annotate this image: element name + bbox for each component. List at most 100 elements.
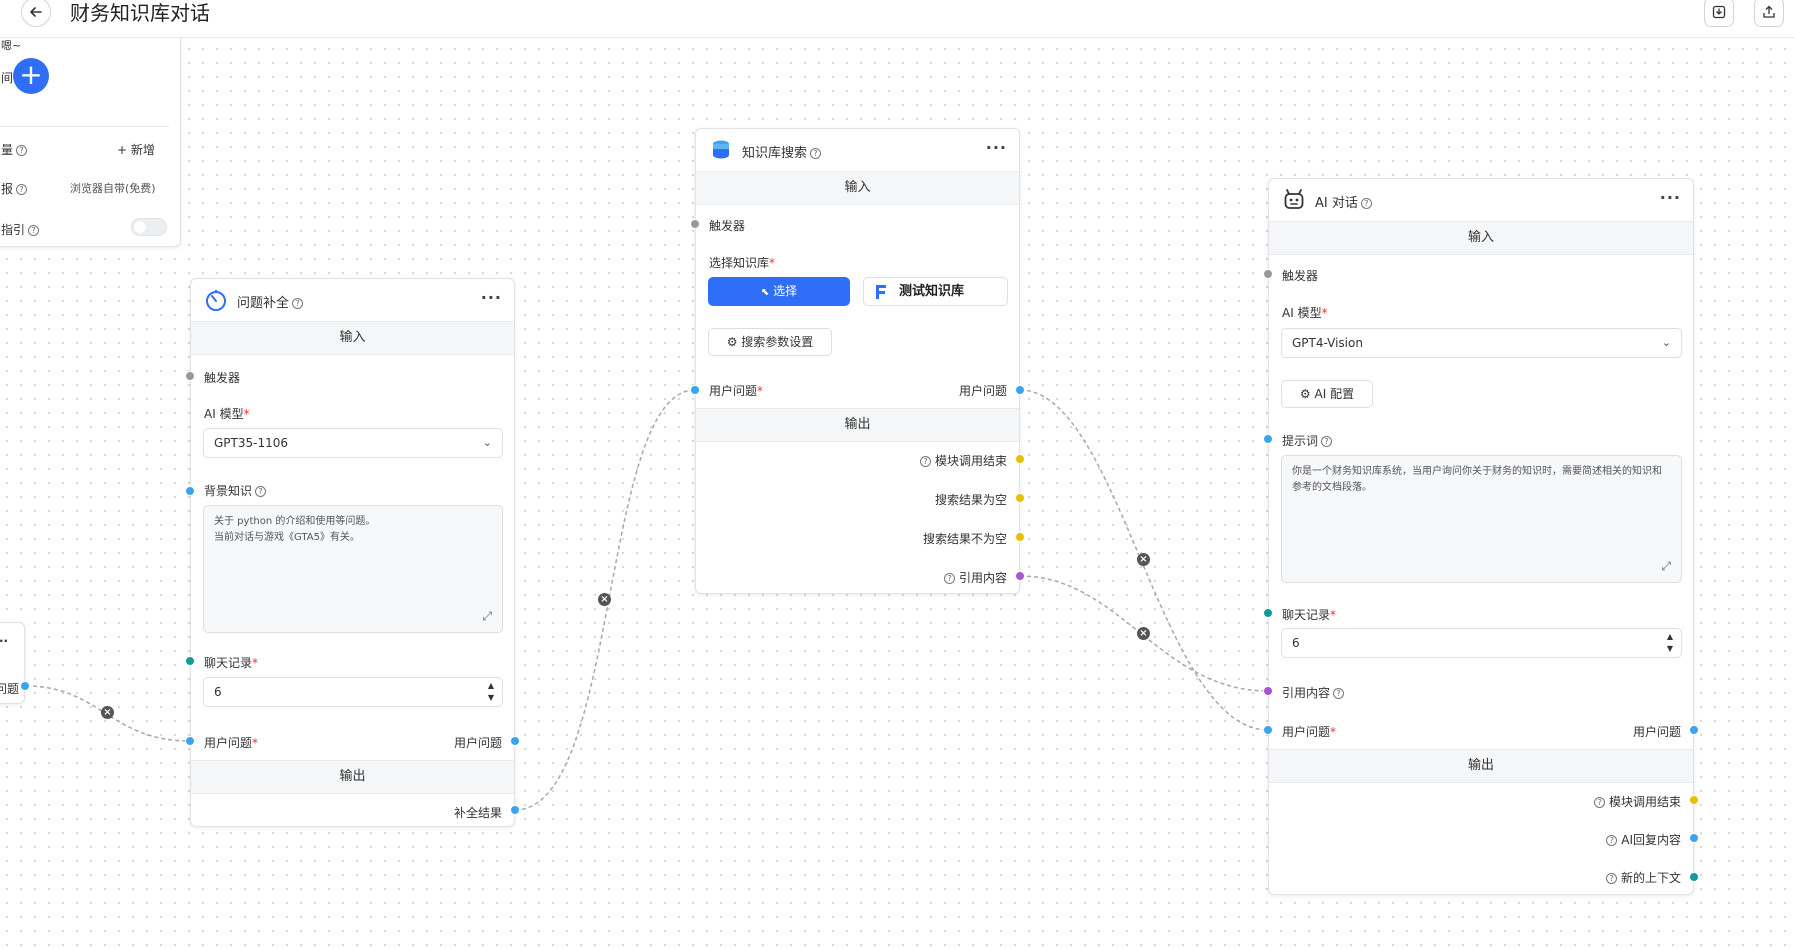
output-quote-label: ? 引用内容	[941, 569, 1007, 586]
background-label: 背景知识?	[204, 482, 267, 499]
help-icon: ?	[1606, 873, 1618, 884]
answer-handle[interactable]	[1689, 833, 1699, 843]
remove-edge-icon[interactable]: ×	[1137, 627, 1150, 640]
output-not-empty-label: 搜索结果不为空	[922, 532, 1007, 546]
background-handle[interactable]	[185, 486, 195, 496]
select-kb-button[interactable]: ⬉ 选择	[708, 277, 850, 306]
welcome-text: 嗯~	[1, 39, 22, 52]
user-question-output-handle[interactable]	[1689, 725, 1699, 735]
help-icon: ?	[1606, 835, 1618, 846]
help-icon: ?	[16, 145, 28, 156]
help-icon: ?	[944, 573, 956, 584]
ai-chat-node[interactable]: AI 对话? ··· 输入 触发器 AI 模型* GPT4-Vision⌄ ⚙ …	[1268, 178, 1694, 895]
trigger-handle[interactable]	[690, 219, 700, 229]
share-icon	[1763, 5, 1775, 18]
node-title: 问题补全?	[237, 292, 304, 311]
help-icon: ?	[1333, 688, 1345, 699]
ai-config-button[interactable]: ⚙ AI 配置	[1281, 380, 1373, 408]
empty-handle[interactable]	[1015, 493, 1025, 503]
gear-icon: ⚙	[1299, 387, 1311, 401]
welcome-textarea[interactable]	[0, 39, 169, 127]
prompt-textarea[interactable]: 你是一个财务知识库系统，当用户询问你关于财务的知识时，需要简述相关的知识和参考的…	[1281, 455, 1682, 583]
not-empty-handle[interactable]	[1015, 532, 1025, 542]
remove-edge-icon[interactable]: ×	[1137, 553, 1150, 566]
variables-label: 量?	[1, 141, 28, 158]
user-question-input-label: 用户问题*	[204, 736, 259, 750]
add-button[interactable]: +	[13, 58, 49, 94]
history-label: 聊天记录*	[1282, 608, 1337, 622]
chevron-down-icon: ⌄	[1661, 336, 1671, 349]
user-question-output-label: 用户问题	[453, 736, 502, 750]
history-handle[interactable]	[185, 656, 195, 666]
module-end-handle[interactable]	[1015, 454, 1025, 464]
import-button[interactable]	[1704, 0, 1734, 27]
history-handle[interactable]	[1263, 608, 1273, 618]
background-textarea[interactable]: 关于 python 的介绍和使用等问题。 当前对话与游戏《GTA5》有关。⤢	[203, 505, 503, 633]
history-stepper[interactable]: 6▲▼	[1281, 628, 1682, 658]
help-icon: ?	[28, 225, 40, 236]
model-select[interactable]: GPT35-1106⌄	[203, 428, 503, 458]
model-select[interactable]: GPT4-Vision⌄	[1281, 328, 1682, 358]
timer-icon	[206, 290, 226, 311]
output-section-header: 输出	[1269, 749, 1693, 783]
more-icon[interactable]: ···	[480, 288, 502, 307]
help-icon: ?	[255, 486, 267, 497]
select-kb-label: 选择知识库*	[709, 256, 776, 270]
trigger-handle[interactable]	[1263, 269, 1273, 279]
user-question-output-handle[interactable]	[510, 736, 520, 746]
expand-icon[interactable]: ⤢	[1661, 559, 1671, 573]
user-question-output-handle[interactable]	[1015, 385, 1025, 395]
input-section-header: 输入	[191, 321, 514, 355]
import-icon	[1712, 5, 1726, 19]
guide-toggle[interactable]	[131, 218, 167, 236]
user-question-input-label: 用户问题*	[709, 384, 764, 398]
user-question-input-label: 用户问题*	[1282, 725, 1337, 739]
help-icon: ?	[920, 456, 932, 467]
user-question-input-handle[interactable]	[690, 385, 700, 395]
page-title: 财务知识库对话	[70, 1, 210, 25]
more-icon[interactable]: ···	[985, 138, 1007, 157]
search-params-button[interactable]: ⚙ 搜索参数设置	[708, 328, 832, 356]
trigger-handle[interactable]	[185, 371, 195, 381]
more-icon[interactable]: ···	[1659, 188, 1681, 207]
context-handle[interactable]	[1689, 872, 1699, 882]
help-icon: ?	[292, 298, 304, 309]
chevron-down-icon: ⌄	[482, 436, 492, 449]
remove-edge-icon[interactable]: ×	[101, 706, 114, 719]
database-icon	[713, 140, 729, 159]
quote-label: 引用内容?	[1282, 684, 1345, 701]
user-question-output-label: 用户问题	[1632, 725, 1681, 739]
export-button[interactable]	[1754, 0, 1784, 27]
history-stepper[interactable]: 6▲▼	[203, 677, 503, 707]
user-guide-node-partial[interactable]: .. 问题	[0, 622, 25, 704]
arrow-left-icon	[30, 7, 42, 17]
kb-search-node[interactable]: 知识库搜索? ··· 输入 触发器 选择知识库* ⬉ 选择 测试知识库 ⚙ 搜索…	[695, 128, 1020, 594]
quote-output-handle[interactable]	[1015, 571, 1025, 581]
start-node-partial[interactable]: 嗯~ 间 + 量? + 新增 报? 浏览器自带(免费) 指引?	[0, 30, 181, 247]
cursor-icon: ⬉	[760, 287, 770, 298]
quote-input-handle[interactable]	[1263, 686, 1273, 696]
more-icon[interactable]: ..	[0, 631, 9, 645]
add-variable-button[interactable]: + 新增	[117, 143, 155, 157]
stepper-arrows-icon[interactable]: ▲▼	[487, 681, 494, 702]
user-question-output-label: 用户问题	[958, 384, 1007, 398]
user-question-input-handle[interactable]	[1263, 725, 1273, 735]
output-module-end-label: ? 模块调用结束	[917, 452, 1007, 469]
edge-question-to-kb	[514, 389, 696, 811]
question-completion-node[interactable]: 问题补全? ··· 输入 触发器 AI 模型* GPT35-1106⌄ 背景知识…	[190, 278, 515, 827]
remove-edge-icon[interactable]: ×	[598, 593, 611, 606]
kb-tag[interactable]: 测试知识库	[863, 277, 1008, 306]
help-icon: ?	[1594, 797, 1606, 808]
output-section-header: 输出	[696, 408, 1019, 442]
tts-select[interactable]: 浏览器自带(免费)	[70, 182, 156, 195]
user-question-input-handle[interactable]	[185, 736, 195, 746]
input-section-header: 输入	[1269, 221, 1693, 255]
result-output-handle[interactable]	[510, 805, 520, 815]
module-end-handle[interactable]	[1689, 795, 1699, 805]
expand-icon[interactable]: ⤢	[482, 609, 492, 623]
prompt-handle[interactable]	[1263, 434, 1273, 444]
back-button[interactable]	[21, 0, 51, 27]
robot-icon	[1284, 189, 1304, 209]
stepper-arrows-icon[interactable]: ▲▼	[1666, 632, 1673, 653]
output-handle[interactable]	[20, 681, 30, 691]
